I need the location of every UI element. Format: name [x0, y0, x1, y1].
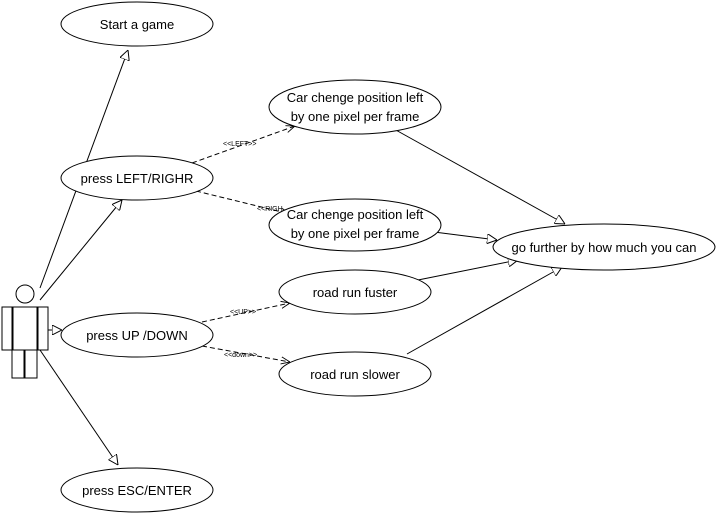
- stereotype-up-label: <<UP>>: [230, 309, 256, 316]
- use-case-press-esc-enter: press ESC/ENTER: [60, 467, 214, 513]
- use-case-car-right-line2: by one pixel per frame: [291, 226, 420, 241]
- use-case-start-game-label: Start a game: [100, 17, 174, 32]
- use-case-car-right-line1: Car chenge position left: [287, 207, 424, 222]
- gen-road-slower-to-go-further: [406, 267, 562, 355]
- stereotype-right-label: <<RIGH: [257, 206, 283, 213]
- use-case-car-left: Car chenge position left by one pixel pe…: [268, 79, 442, 135]
- stereotype-down-label: <<down>>: [224, 352, 257, 359]
- dep-left: [191, 126, 295, 164]
- use-case-go-further-label: go further by how much you can: [512, 240, 697, 255]
- gen-car-right-to-go-further: [433, 231, 497, 240]
- use-case-road-faster-label: road run fuster: [313, 285, 398, 300]
- assoc-press-esc-enter: [39, 349, 118, 465]
- stereotype-left-label: <<LEFT>>: [223, 141, 256, 148]
- use-case-start-game: Start a game: [60, 1, 214, 47]
- use-case-press-esc-enter-label: press ESC/ENTER: [82, 483, 192, 498]
- use-case-road-slower: road run slower: [278, 351, 432, 397]
- use-case-press-left-right-label: press LEFT/RIGHR: [81, 171, 194, 186]
- dep-right: [195, 190, 290, 214]
- use-case-press-up-down-label: press UP /DOWN: [86, 328, 188, 343]
- dep-down: [201, 345, 290, 362]
- use-case-road-slower-label: road run slower: [310, 367, 400, 382]
- use-case-car-left-line1: Car chenge position left: [287, 90, 424, 105]
- gen-car-left-to-go-further: [393, 128, 565, 224]
- gen-road-faster-to-go-further: [417, 260, 518, 281]
- use-case-press-left-right: press LEFT/RIGHR: [60, 155, 214, 201]
- use-case-car-left-line2: by one pixel per frame: [291, 109, 420, 124]
- use-case-go-further: go further by how much you can: [492, 223, 716, 271]
- actor-icon: [1, 284, 49, 379]
- use-case-road-faster: road run fuster: [278, 269, 432, 315]
- use-case-press-up-down: press UP /DOWN: [60, 312, 214, 358]
- assoc-press-left-right: [39, 200, 122, 301]
- use-case-car-right: Car chenge position left by one pixel pe…: [268, 198, 442, 252]
- dep-up: [201, 303, 290, 323]
